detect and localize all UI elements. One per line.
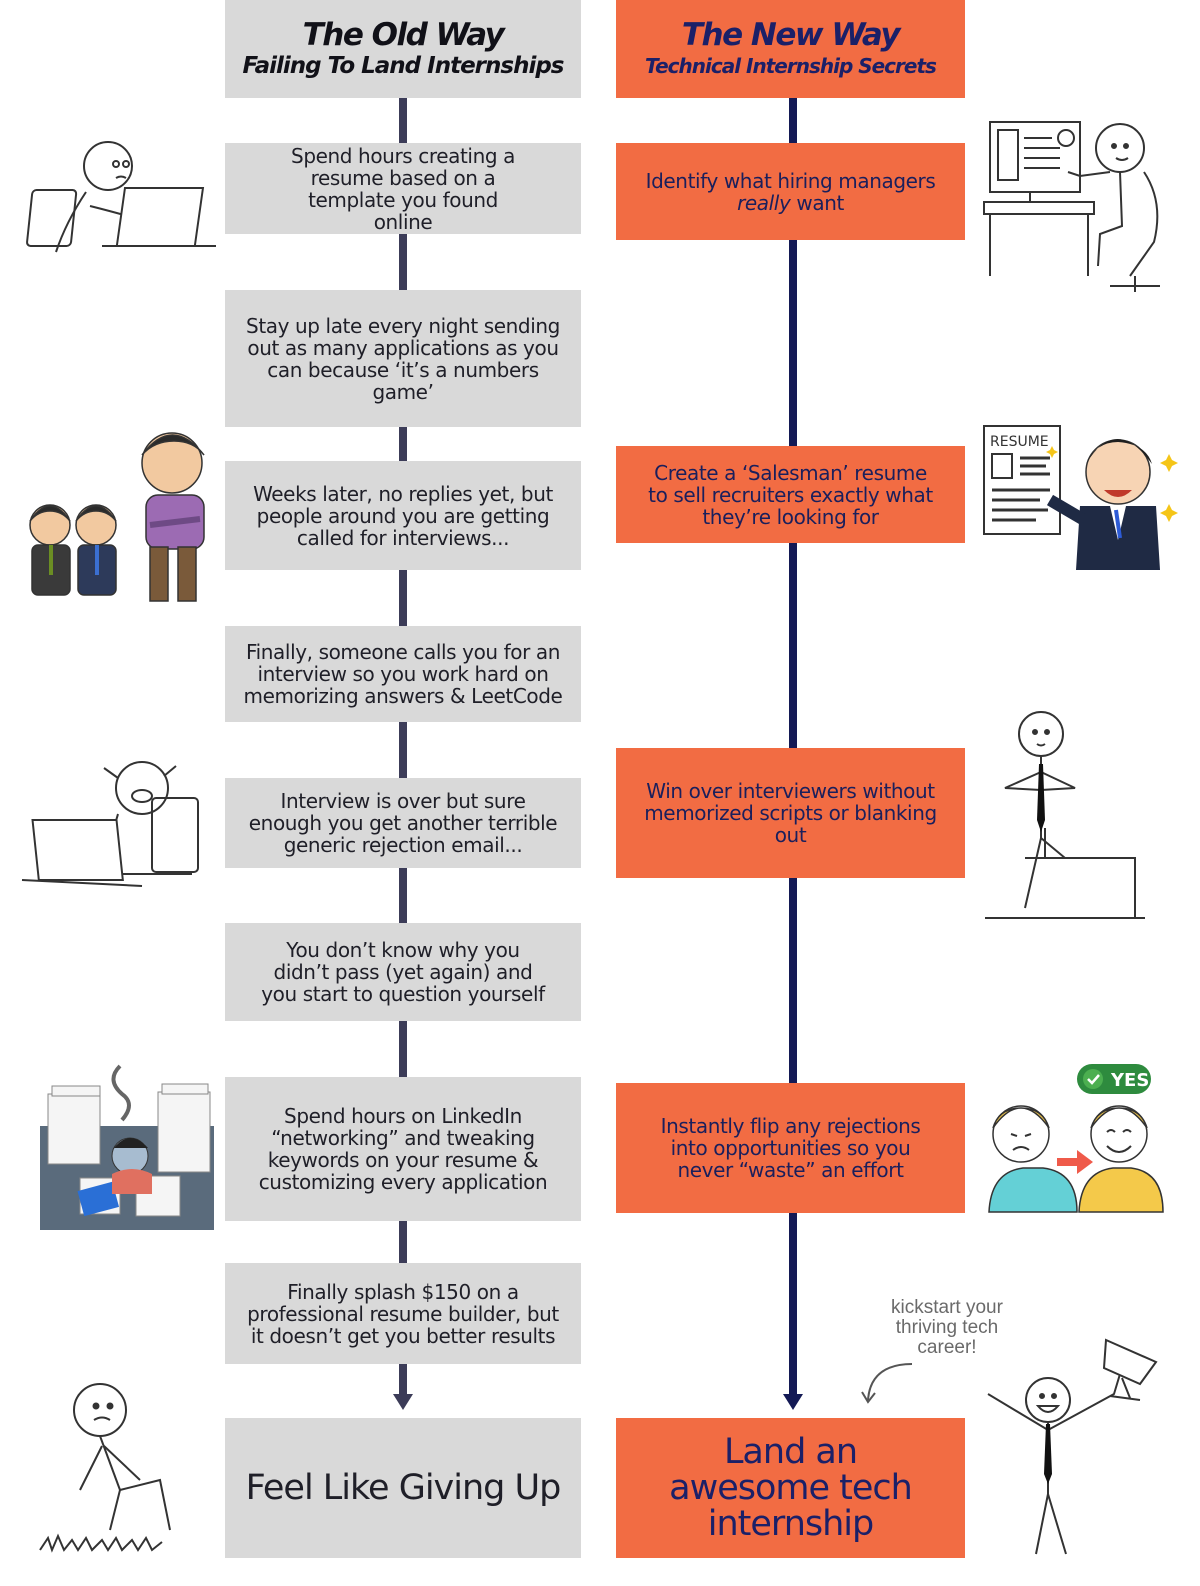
old-step-7: Spend hours on LinkedIn “networking” and… [225,1077,581,1221]
career-note: kickstart your thriving tech career! [891,1297,1003,1358]
old-step-8: Finally splash $150 on a professional re… [225,1263,581,1364]
new-step-1-after: want [796,190,844,215]
new-step-4-text: Instantly flip any rejections into oppor… [660,1114,921,1182]
new-step-4: Instantly flip any rejections into oppor… [616,1083,965,1213]
old-step-8-text: Finally splash $150 on a professional re… [247,1279,559,1348]
new-way-outcome: Land an awesome tech internship [616,1418,965,1558]
new-step-3-text: Win over interviewers without memorized … [644,779,937,847]
new-way-arrowhead [783,1394,803,1410]
old-way-subtitle: Failing To Land Internships [242,53,565,79]
celebrating-stick-figure-trophy-icon [987,1338,1158,1555]
old-step-4-text: Finally, someone calls you for an interv… [243,640,563,708]
worried-person-with-coworkers-icon [29,432,205,602]
new-step-1-before: Identify what hiring managers [645,168,936,193]
curved-arrow-icon [861,1363,913,1404]
old-way-header: The Old Way Failing To Land Internships [225,0,581,98]
old-way-timeline [399,98,407,1396]
yes-badge-text: YES [1110,1070,1149,1091]
old-step-2-text: Stay up late every night sending out as … [246,313,560,404]
new-step-1-text: Identify what hiring managers really wan… [646,170,936,214]
rejection-to-opportunity-icon: YES [988,1064,1164,1213]
new-step-2: Create a ‘Salesman’ resume to sell recru… [616,446,965,543]
old-way-title: The Old Way [302,17,505,53]
new-step-1: Identify what hiring managers really wan… [616,143,965,240]
old-way-arrowhead [393,1394,413,1410]
old-step-5-text: Interview is over but sure enough you ge… [248,789,558,857]
salesman-with-resume-icon: RESUME [983,425,1178,570]
discouraged-stick-figure-icon [39,1383,171,1553]
old-way-outcome: Feel Like Giving Up [225,1418,581,1558]
person-at-computer-desk-icon [983,121,1160,292]
frustrated-person-at-laptop-icon [21,761,199,887]
old-step-3-text: Weeks later, no replies yet, but people … [253,481,553,550]
old-way-outcome-text: Feel Like Giving Up [245,1468,562,1508]
new-way-outcome-text: Land an awesome tech internship [669,1432,913,1544]
new-step-1-emphasis: really [737,190,791,215]
new-way-subtitle: Technical Internship Secrets [645,54,937,78]
new-step-3: Win over interviewers without memorized … [616,748,965,878]
old-step-4: Finally, someone calls you for an interv… [225,626,581,722]
person-at-laptop-icon [26,141,216,253]
new-way-header: The New Way Technical Internship Secrets [616,0,965,98]
old-step-6-text: You don’t know why you didn’t pass (yet … [261,938,545,1006]
overwhelmed-by-paperwork-icon [40,1064,214,1230]
resume-label: RESUME [990,434,1049,450]
new-way-timeline [789,98,797,1396]
new-step-2-text: Create a ‘Salesman’ resume to sell recru… [648,460,933,529]
confident-stick-figure-icon [985,711,1145,919]
old-step-7-text: Spend hours on LinkedIn “networking” and… [258,1104,548,1194]
old-step-1-text: Spend hours creating a resume based on a… [291,143,515,234]
new-way-title: The New Way [681,17,901,53]
old-step-1: Spend hours creating a resume based on a… [225,143,581,234]
old-step-6: You don’t know why you didn’t pass (yet … [225,923,581,1021]
old-step-2: Stay up late every night sending out as … [225,290,581,427]
old-step-3: Weeks later, no replies yet, but people … [225,461,581,570]
old-step-5: Interview is over but sure enough you ge… [225,778,581,868]
